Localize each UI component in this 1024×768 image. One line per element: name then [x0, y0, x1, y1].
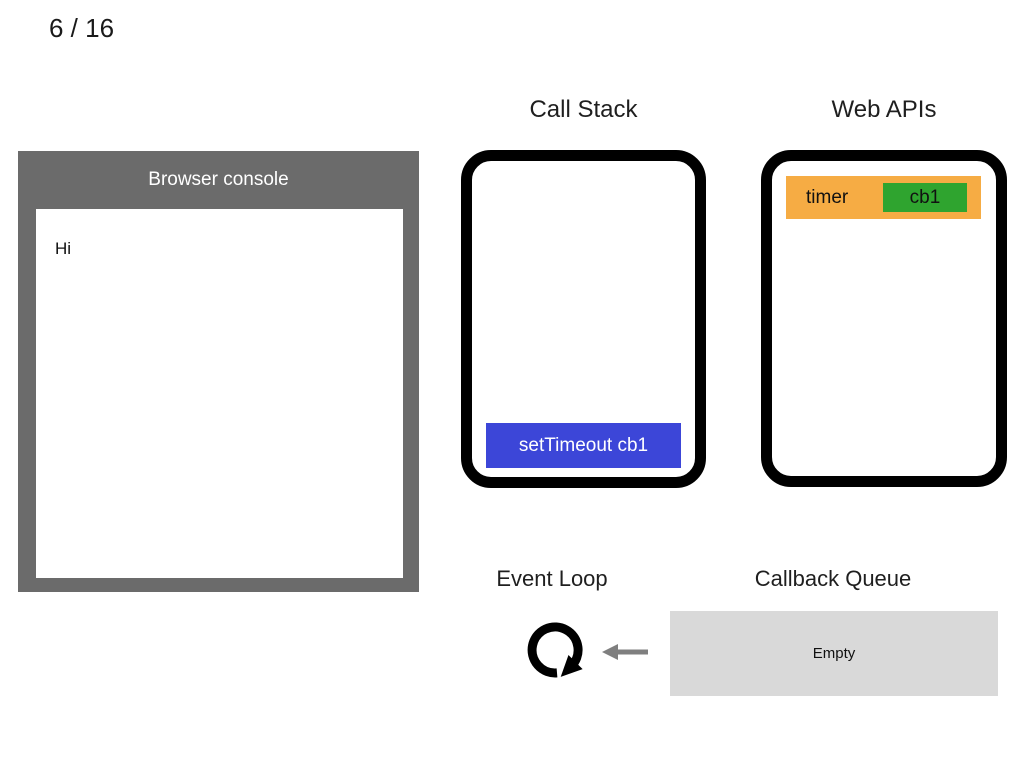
call-stack-title: Call Stack [529, 96, 638, 123]
browser-console-panel: Browser console Hi [18, 151, 419, 592]
browser-console-title: Browser console [148, 169, 289, 190]
console-log-line: Hi [55, 239, 72, 258]
web-api-timer-item: timer cb1 [786, 176, 981, 219]
call-stack-box: setTimeout cb1 [461, 150, 706, 488]
web-apis-title: Web APIs [831, 96, 937, 123]
callback-queue-status: Empty [812, 645, 856, 662]
web-apis-box: timer cb1 [761, 150, 1007, 487]
event-loop-title: Event Loop [496, 566, 608, 591]
callback-queue-title: Callback Queue [754, 566, 912, 591]
browser-console-output: Hi [36, 209, 403, 578]
call-stack-frame: setTimeout cb1 [486, 423, 681, 468]
slide-counter: 6 / 16 [49, 13, 115, 43]
web-api-timer-label: timer [806, 186, 849, 208]
web-api-callback-chip: cb1 [883, 183, 967, 212]
callback-queue-box: Empty [670, 611, 998, 696]
rotate-clockwise-icon [523, 618, 587, 682]
left-arrow-icon [602, 640, 650, 664]
